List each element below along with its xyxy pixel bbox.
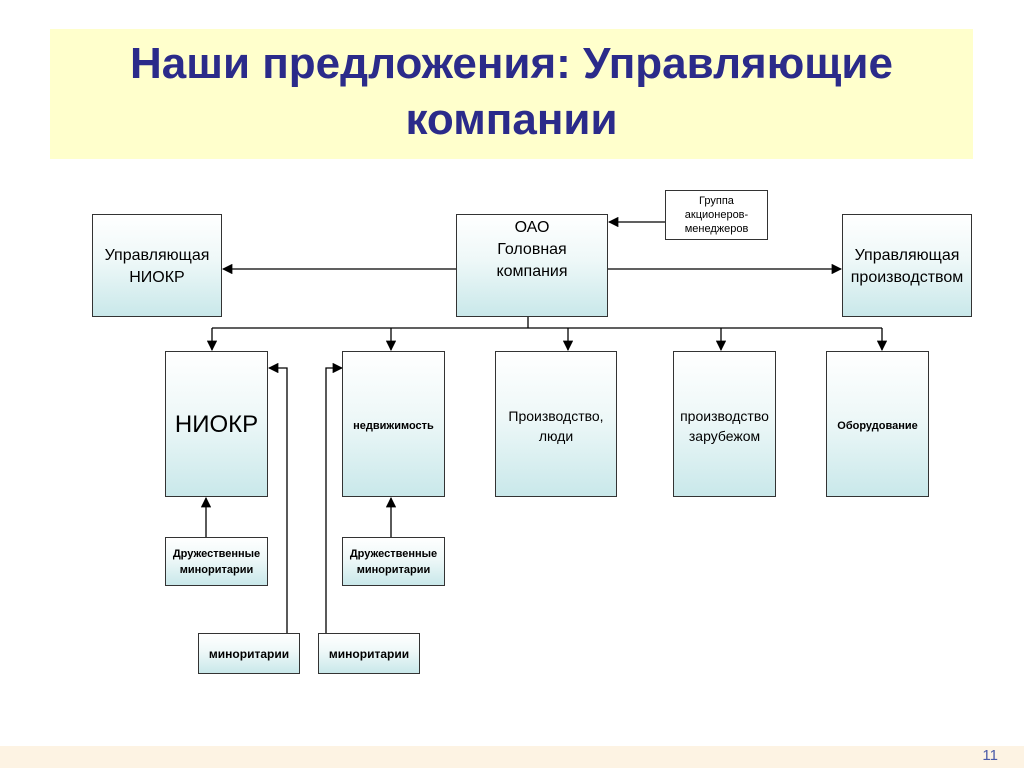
arrow-minority1-to-rnd [267, 362, 288, 633]
box-head-company-label: ОАО Головная компания [496, 219, 568, 280]
box-minority-1: миноритарии [198, 633, 300, 674]
box-equipment: Оборудование [826, 351, 929, 497]
box-mgmt-rnd-label: Управляющая НИОКР [104, 247, 210, 286]
box-rnd: НИОКР [165, 351, 268, 497]
arrow-minority2-to-realty [325, 362, 344, 633]
box-friendly-minority-1-label: Дружественные миноритарии [172, 547, 261, 576]
box-mgmt-rnd: Управляющая НИОКР [92, 214, 222, 317]
box-shareholder-group: Группа акционеров- менеджеров [665, 190, 768, 240]
page-number: 11 [982, 747, 998, 764]
box-mgmt-production-label: Управляющая производством [850, 247, 964, 286]
box-friendly-minority-2: Дружественные миноритарии [342, 537, 445, 586]
box-mgmt-production: Управляющая производством [842, 214, 972, 317]
footer-band [0, 746, 1024, 768]
box-minority-1-label: миноритарии [208, 646, 290, 661]
box-shareholder-group-label: Группа акционеров- менеджеров [684, 195, 749, 235]
box-friendly-minority-1: Дружественные миноритарии [165, 537, 268, 586]
box-minority-2-label: миноритарии [328, 646, 410, 661]
box-realty-label: недвижимость [353, 420, 434, 432]
title-band [50, 29, 973, 159]
box-head-company: ОАО Головная компания [456, 214, 608, 317]
box-minority-2: миноритарии [318, 633, 420, 674]
box-production-people-label: Производство, люди [508, 408, 604, 444]
box-production-abroad-label: производство зарубежом [680, 408, 769, 444]
box-production-people: Производство, люди [495, 351, 617, 497]
box-realty: недвижимость [342, 351, 445, 497]
slide-title: Наши предложения: Управляющие компании [130, 39, 893, 144]
box-production-abroad: производство зарубежом [673, 351, 776, 497]
box-friendly-minority-2-label: Дружественные миноритарии [349, 547, 438, 576]
box-equipment-label: Оборудование [837, 420, 918, 432]
box-rnd-label: НИОКР [174, 411, 259, 438]
